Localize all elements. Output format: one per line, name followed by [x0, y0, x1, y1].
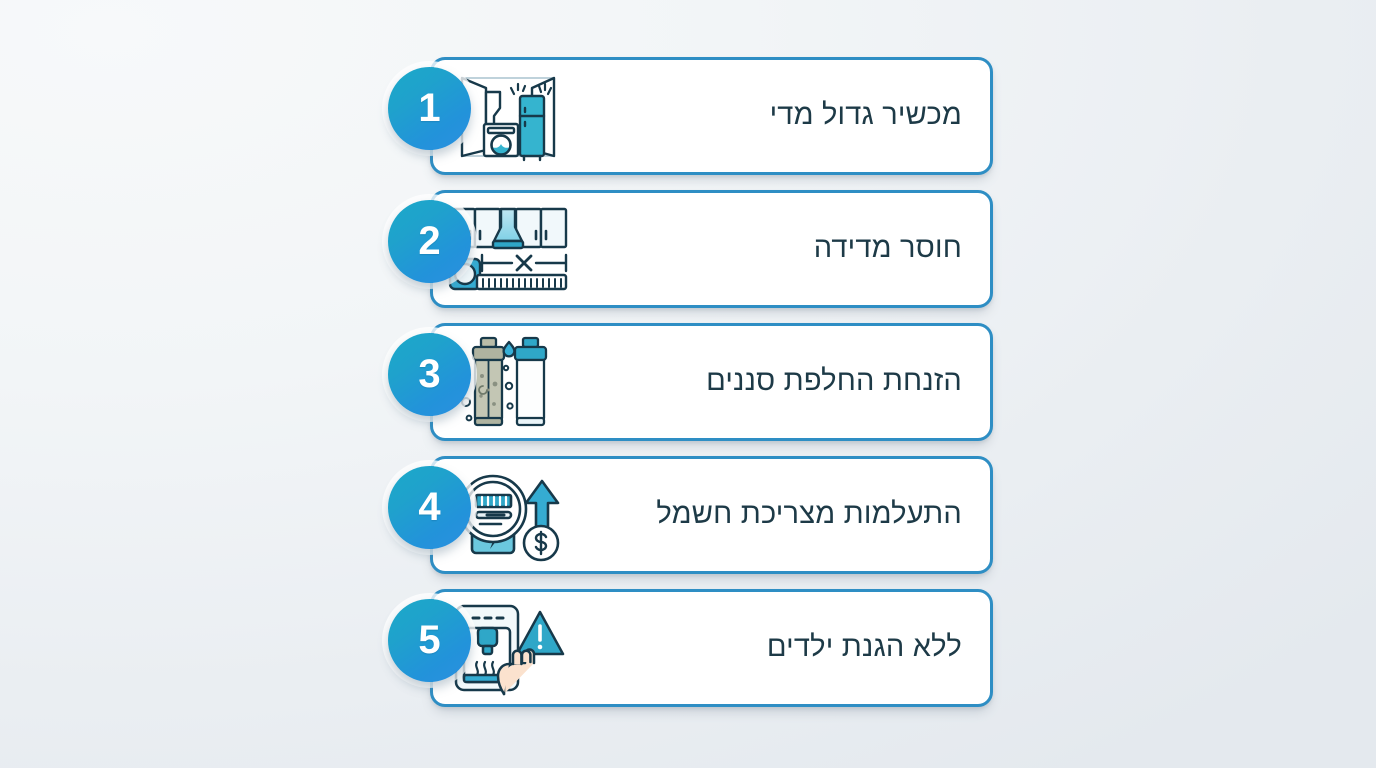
list-item[interactable]: חוסר מדידה [388, 190, 1008, 308]
item-number-badge: 2 [388, 200, 471, 283]
item-number-badge: 1 [388, 67, 471, 150]
item-number: 2 [418, 218, 441, 263]
list-item[interactable]: ללא הגנת ילדים [388, 589, 1008, 707]
item-card[interactable]: התעלמות מצריכת חשמל [430, 456, 993, 574]
water-dispenser-warning-hand-icon [433, 596, 583, 700]
item-number: 3 [418, 351, 441, 396]
item-number: 5 [418, 617, 441, 662]
item-number-badge: 3 [388, 333, 471, 416]
item-number: 4 [418, 484, 441, 529]
item-label: ללא הגנת ילדים [766, 631, 962, 664]
item-card[interactable]: הזנחת החלפת סננים [430, 323, 993, 441]
item-label: הזנחת החלפת סננים [706, 365, 962, 398]
item-card[interactable]: חוסר מדידה [430, 190, 993, 308]
item-number-badge: 5 [388, 599, 471, 682]
water-filter-cartridges-icon [433, 330, 583, 434]
oversized-appliance-doorway-icon [433, 64, 583, 168]
item-label: חוסר מדידה [813, 232, 962, 265]
item-number: 1 [418, 85, 441, 130]
list-item[interactable]: מכשיר גדול מדי [388, 57, 1008, 175]
measuring-tape-cabinets-icon [433, 197, 583, 301]
list-item[interactable]: התעלמות מצריכת חשמל [388, 456, 1008, 574]
numbered-list: מכשיר גדול מדי [388, 57, 1008, 707]
item-number-badge: 4 [388, 466, 471, 549]
item-card[interactable]: מכשיר גדול מדי [430, 57, 993, 175]
item-label: מכשיר גדול מדי [769, 99, 962, 132]
item-card[interactable]: ללא הגנת ילדים [430, 589, 993, 707]
item-label: התעלמות מצריכת חשמל [656, 498, 962, 531]
electric-meter-cost-icon [433, 463, 583, 567]
list-item[interactable]: הזנחת החלפת סננים [388, 323, 1008, 441]
